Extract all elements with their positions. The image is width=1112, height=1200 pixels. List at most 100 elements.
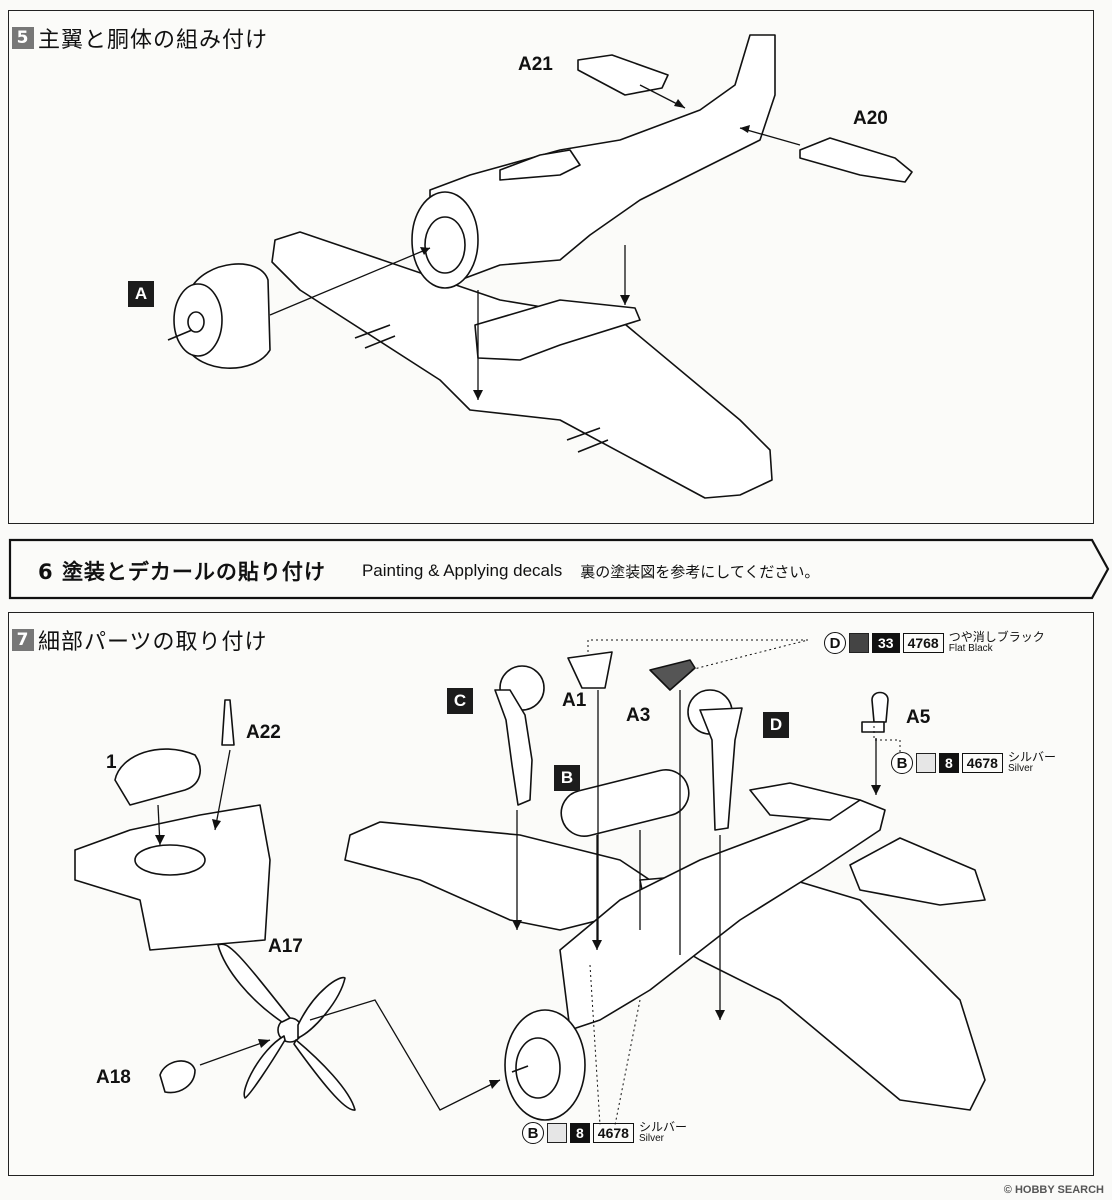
step5-fuselage bbox=[429, 34, 776, 281]
step7-part-b-tank bbox=[560, 769, 690, 837]
paint-d-letter: D bbox=[824, 632, 846, 654]
step7-part-a5 bbox=[871, 691, 889, 723]
paint-b-top-name-jp: シルバー bbox=[1007, 750, 1056, 764]
paint-d-name-en: Flat Black bbox=[948, 643, 993, 654]
step5-wing-center-fairing bbox=[474, 299, 641, 361]
step6-title: 6 塗装とデカールの貼り付け bbox=[38, 556, 326, 586]
watermark: © HOBBY SEARCH bbox=[1003, 1184, 1104, 1196]
step5-arrow-engine bbox=[269, 247, 431, 316]
step5-arrowhead-down2 bbox=[620, 295, 630, 305]
step7-arrowhead-1 bbox=[155, 835, 165, 845]
paint-b-bottom-name: シルバー Silver bbox=[638, 1120, 687, 1144]
step7-tail-left bbox=[749, 782, 861, 821]
step7-arrow-prop bbox=[309, 999, 501, 1111]
step7-cowl-inner bbox=[515, 1037, 561, 1099]
step7-cockpit-opening bbox=[134, 844, 206, 876]
paint-callout-d: D 33 4768 つや消しブラック Flat Black bbox=[824, 630, 1045, 654]
paint-b-bottom-code: 4678 bbox=[592, 1123, 634, 1143]
step5-arrowhead-a20 bbox=[740, 125, 750, 133]
step7-box-b: B bbox=[554, 765, 580, 791]
step7-part-a5-base bbox=[861, 721, 885, 733]
step5-box-a: A bbox=[128, 281, 154, 307]
step5-title: 5 主翼と胴体の組み付け bbox=[12, 22, 268, 54]
step7-strut-c bbox=[494, 689, 533, 806]
step5-number: 5 bbox=[12, 27, 34, 49]
step6-english: Painting & Applying decals bbox=[361, 561, 563, 580]
step5-canopy bbox=[499, 149, 581, 181]
step7-label-a1: A1 bbox=[562, 690, 587, 711]
paint-b-top-number: 8 bbox=[939, 753, 959, 773]
step7-arrowhead-d bbox=[715, 1010, 725, 1020]
paint-b-bottom-letter: B bbox=[522, 1122, 544, 1144]
paint-d-code: 4768 bbox=[902, 633, 944, 653]
step7-prop-blade4 bbox=[293, 1039, 356, 1111]
step7-inset-fuselage bbox=[74, 804, 271, 951]
step7-arrowhead-a22 bbox=[212, 819, 221, 830]
step5-arrowhead-a21 bbox=[674, 99, 685, 108]
step5-label-a21: A21 bbox=[518, 54, 553, 75]
paint-b-bottom-number: 8 bbox=[570, 1123, 590, 1143]
step7-label-part1: 1 bbox=[106, 752, 117, 773]
paint-b-top-swatch bbox=[916, 753, 936, 773]
step7-prop-blade2 bbox=[297, 976, 346, 1039]
step5-arrow-a20 bbox=[739, 127, 801, 146]
step7-arrowhead-b bbox=[592, 940, 602, 950]
paint-callout-b-top: B 8 4678 シルバー Silver bbox=[891, 750, 1056, 774]
paint-callout-b-bottom: B 8 4678 シルバー Silver bbox=[522, 1120, 687, 1144]
step7-tail-right bbox=[849, 837, 986, 906]
step5-gun-left2 bbox=[364, 335, 396, 349]
step7-box-c: C bbox=[447, 688, 473, 714]
step5-cowl-inner bbox=[424, 216, 466, 274]
step7-label-a17: A17 bbox=[268, 936, 303, 957]
step7-label-a22: A22 bbox=[246, 722, 281, 743]
step7-arrow-a18 bbox=[199, 1039, 271, 1066]
paint-b-bottom-swatch bbox=[547, 1123, 567, 1143]
paint-d-number: 33 bbox=[872, 633, 900, 653]
step7-number: 7 bbox=[12, 629, 34, 651]
step7-part-a3 bbox=[649, 659, 696, 691]
step7-title-text: 細部パーツの取り付け bbox=[38, 630, 268, 655]
step7-dotted-b2 bbox=[614, 999, 641, 1126]
step7-arrowhead-c bbox=[512, 920, 522, 930]
step5-arrowhead-down1 bbox=[473, 390, 483, 400]
step7-title: 7 細部パーツの取り付け bbox=[12, 624, 268, 656]
step7-part-a18 bbox=[159, 1060, 196, 1094]
step6-note: 裏の塗装図を参考にしてください。 bbox=[580, 562, 820, 581]
step5-part-a21 bbox=[577, 54, 669, 96]
step7-strut-d bbox=[699, 707, 743, 831]
step5-panel bbox=[8, 10, 1094, 524]
paint-b-bottom-name-jp: シルバー bbox=[638, 1120, 687, 1134]
step5-gun-left bbox=[354, 324, 391, 339]
step7-arrowhead-a18 bbox=[258, 1039, 270, 1048]
paint-b-bottom-name-en: Silver bbox=[638, 1133, 664, 1144]
step5-gun-right2 bbox=[577, 439, 609, 453]
paint-b-top-name-en: Silver bbox=[1007, 763, 1033, 774]
step5-gun-right bbox=[566, 427, 601, 441]
step5-prop-shaft bbox=[167, 329, 193, 341]
step7-label-a18: A18 bbox=[96, 1067, 131, 1088]
step6-title-text: 塗装とデカールの貼り付け bbox=[61, 560, 326, 584]
step6-number: 6 bbox=[38, 560, 54, 584]
step5-engine-hub bbox=[187, 311, 205, 333]
paint-d-name-jp: つや消しブラック bbox=[948, 630, 1045, 644]
step7-prop-blade3 bbox=[243, 1035, 286, 1099]
step7-dotted-a1-a3 bbox=[587, 639, 809, 671]
step7-arrow-a22 bbox=[214, 749, 231, 831]
paint-b-top-letter: B bbox=[891, 752, 913, 774]
step7-part-a1 bbox=[567, 651, 613, 689]
paint-d-swatch bbox=[849, 633, 869, 653]
step7-label-a3: A3 bbox=[626, 705, 651, 726]
step7-box-d: D bbox=[763, 712, 789, 738]
step5-label-a20: A20 bbox=[853, 108, 888, 129]
step7-dotted-b1 bbox=[589, 964, 601, 1126]
step7-dotted-a5 bbox=[873, 726, 901, 758]
step7-prop-blade1 bbox=[217, 943, 291, 1023]
step7-arrowhead-prop bbox=[489, 1080, 500, 1089]
paint-b-top-name: シルバー Silver bbox=[1007, 750, 1056, 774]
step7-label-a5: A5 bbox=[906, 707, 931, 728]
step5-part-a20 bbox=[799, 137, 913, 183]
paint-b-top-code: 4678 bbox=[961, 753, 1003, 773]
